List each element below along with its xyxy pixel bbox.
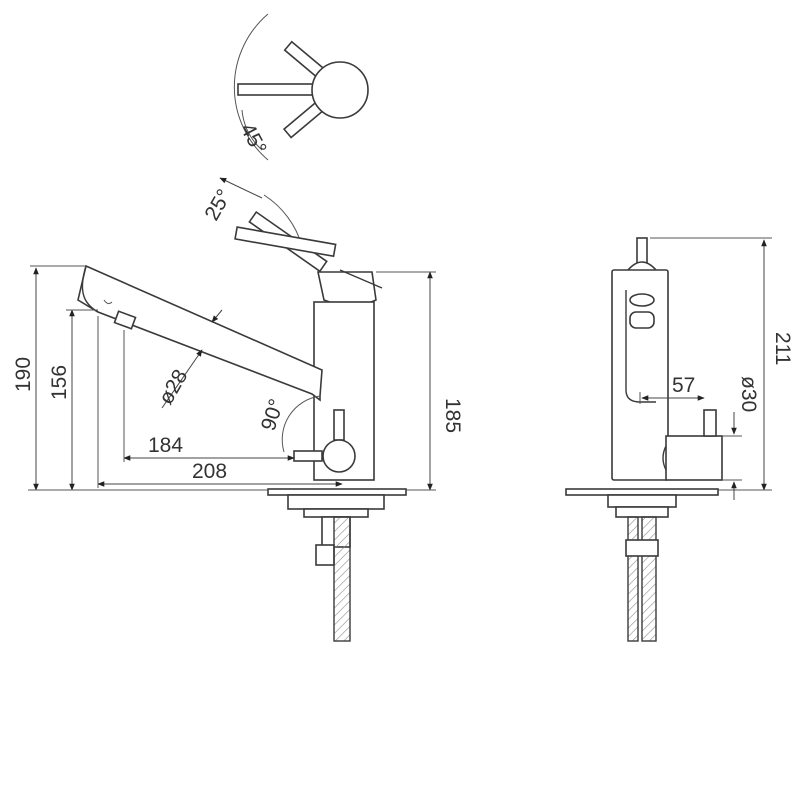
valve-stem	[333, 409, 345, 441]
side-view: 25° ø28 90°	[12, 177, 464, 642]
label-angle-25: 25°	[200, 185, 236, 224]
valve-outlet	[293, 450, 323, 462]
label-156: 156	[48, 365, 71, 400]
label-208: 208	[192, 460, 227, 483]
valve-stem-front	[703, 409, 717, 437]
hose-fitting-front	[625, 539, 659, 557]
label-185: 185	[441, 398, 464, 433]
deck-plate-front	[565, 488, 719, 496]
cartridge-circle	[311, 61, 369, 119]
mount-flange	[287, 494, 385, 510]
label-211: 211	[771, 332, 794, 365]
deck-plate	[267, 488, 407, 496]
supply-hose-left	[333, 516, 351, 642]
valve-knob	[322, 439, 356, 473]
hose-fitting	[315, 544, 335, 566]
label-diameter-30: ø30	[737, 376, 760, 412]
spout-head-ellipse	[629, 293, 655, 307]
dim-25-line	[219, 177, 263, 199]
front-view: 211 57 ø30	[565, 237, 794, 642]
swing-arc	[233, 13, 269, 161]
spout	[77, 264, 323, 402]
supply-hose-front-left	[627, 516, 639, 642]
valve-body-front	[665, 435, 723, 481]
aerator	[113, 310, 137, 330]
lever-side	[234, 226, 337, 258]
label-184: 184	[148, 434, 183, 457]
supply-hose-front-right	[641, 516, 657, 642]
top-view-lever-swing: 45°	[233, 13, 369, 161]
label-57: 57	[672, 374, 695, 397]
label-angle-45: 45°	[236, 120, 271, 159]
spout-aerator-front	[629, 311, 655, 329]
label-190: 190	[12, 357, 35, 392]
